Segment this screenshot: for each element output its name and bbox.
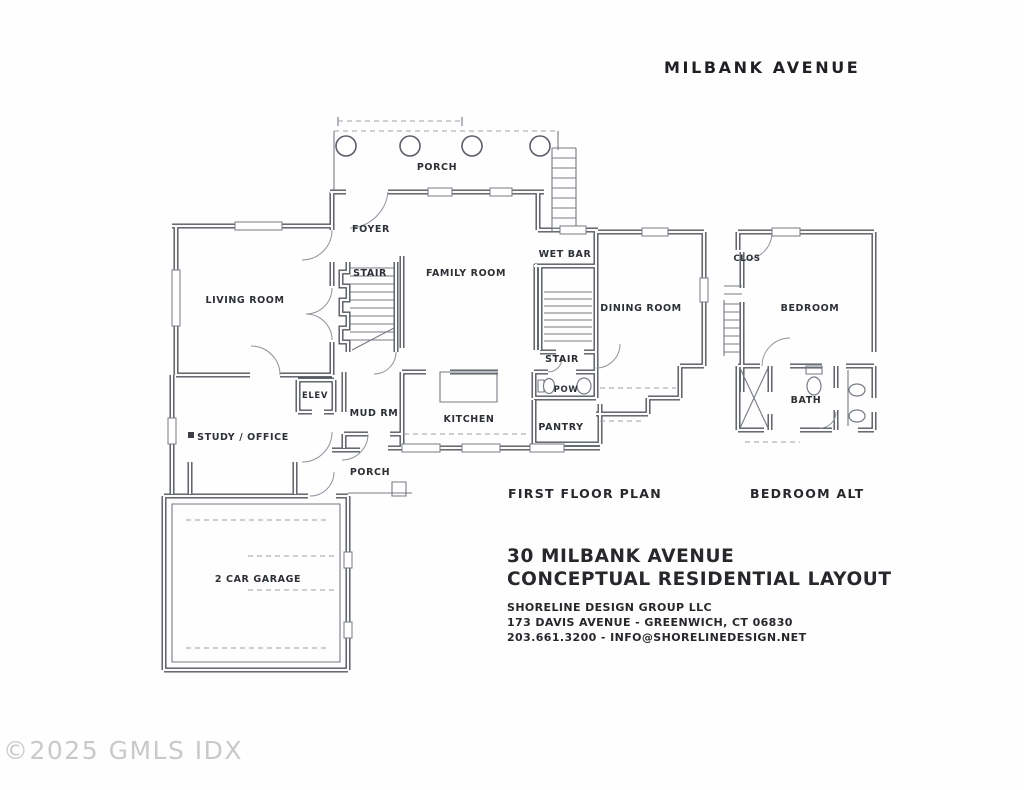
caption-first-floor-plan: FIRST FLOOR PLAN: [508, 486, 663, 501]
room-label-family-room: FAMILY ROOM: [426, 268, 506, 279]
thin-lines-layer: [171, 117, 849, 663]
room-label-wet-bar: WET BAR: [539, 249, 592, 260]
dashed-lines-layer: [186, 120, 800, 649]
fixtures-layer: [542, 376, 866, 423]
room-label-pow: POW: [554, 385, 579, 395]
room-label-foyer: FOYER: [352, 224, 390, 235]
first-floor-room-labels: PORCH FOYER STAIR FAMILY ROOM WET BAR LI…: [197, 162, 681, 585]
room-label-study-office: STUDY / OFFICE: [197, 432, 289, 443]
room-label-porch-top: PORCH: [417, 162, 457, 173]
bedroom-alt-room-labels: CLOS BEDROOM BATH: [733, 254, 840, 406]
firm-address: 173 DAVIS AVENUE - GREENWICH, CT 06830: [507, 616, 793, 629]
door-arcs-layer: [250, 191, 837, 497]
room-label-mud-rm: MUD RM: [350, 408, 399, 419]
room-label-living-room: LIVING ROOM: [205, 295, 284, 306]
caption-bedroom-alt: BEDROOM ALT: [750, 486, 865, 501]
porch-columns: [335, 135, 551, 157]
study-door-marker: [188, 432, 194, 438]
room-label-porch-bottom: PORCH: [350, 467, 390, 478]
room-label-elev: ELEV: [302, 391, 328, 401]
room-label-dining-room: DINING ROOM: [600, 303, 681, 314]
room-label-garage: 2 CAR GARAGE: [215, 574, 301, 585]
room-label-bath: BATH: [791, 395, 822, 406]
street-name-label: MILBANK AVENUE: [664, 58, 861, 77]
firm-name: SHORELINE DESIGN GROUP LLC: [507, 601, 713, 614]
copyright-watermark: ©2025 GMLS IDX: [3, 736, 244, 765]
room-label-clos: CLOS: [733, 254, 760, 264]
firm-contact: 203.661.3200 - INFO@SHORELINEDESIGN.NET: [507, 631, 807, 644]
project-address-line: 30 MILBANK AVENUE: [507, 546, 735, 567]
room-label-pantry: PANTRY: [538, 422, 583, 433]
room-label-kitchen: KITCHEN: [444, 414, 495, 425]
project-subtitle: CONCEPTUAL RESIDENTIAL LAYOUT: [507, 569, 892, 590]
room-label-stair-main: STAIR: [353, 268, 387, 279]
title-block: 30 MILBANK AVENUE CONCEPTUAL RESIDENTIAL…: [507, 545, 892, 645]
windows-layer: [167, 187, 801, 639]
room-label-bedroom: BEDROOM: [781, 303, 840, 314]
room-label-stair-back: STAIR: [545, 354, 579, 365]
